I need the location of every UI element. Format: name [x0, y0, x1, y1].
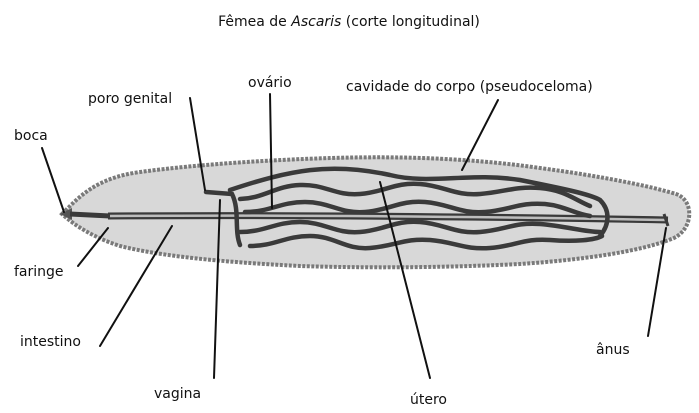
title-suffix: (corte longitudinal)	[341, 14, 480, 30]
label-intestino: intestino	[20, 334, 81, 350]
label-poro-genital: poro genital	[88, 91, 172, 107]
pharynx	[70, 214, 110, 216]
leader-cavidade	[462, 100, 498, 170]
title-prefix: Fêmea de	[218, 14, 291, 30]
label-vagina: vagina	[154, 386, 201, 402]
leader-boca	[42, 148, 64, 212]
title-italic: Ascaris	[290, 14, 341, 30]
label-utero: útero	[410, 392, 447, 408]
label-ovario: ovário	[248, 75, 292, 91]
label-anus: ânus	[596, 342, 630, 358]
label-cavidade: cavidade do corpo (pseudoceloma)	[346, 79, 593, 95]
diagram-title: Fêmea de Ascaris (corte longitudinal)	[218, 14, 480, 30]
label-faringe: faringe	[14, 264, 64, 280]
label-boca: boca	[14, 128, 48, 144]
